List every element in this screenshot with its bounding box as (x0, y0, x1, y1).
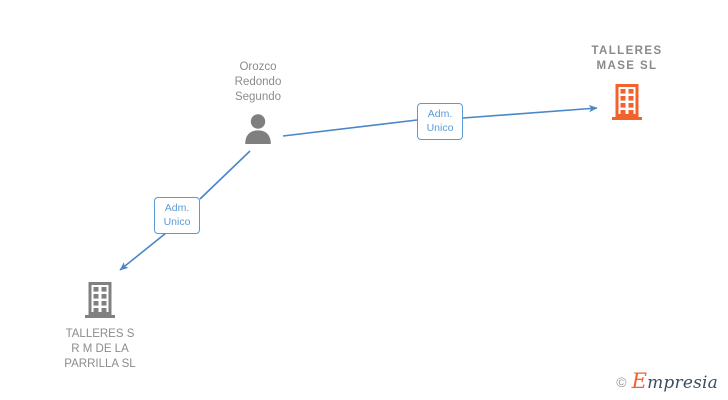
empresia-watermark: © Empresia (616, 369, 718, 393)
edge-label-adm-unico-mase[interactable]: Adm. Unico (417, 103, 463, 140)
graph-node-person[interactable]: Orozco Redondo Segundo (188, 60, 328, 145)
building-icon (85, 282, 115, 318)
person-node-label: Orozco Redondo Segundo (234, 61, 282, 103)
graph-node-company-mase[interactable]: TALLERES MASE SL (557, 44, 697, 122)
edge-person-to-mase (282, 104, 598, 137)
copyright-symbol: © (616, 374, 627, 390)
brand-rest: mpresia (647, 373, 718, 393)
company-mase-label: TALLERES MASE SL (591, 45, 663, 72)
building-icon (612, 84, 642, 120)
person-icon (245, 114, 271, 144)
company-parrilla-label: TALLERES S R M DE LA PARRILLA SL (64, 328, 136, 370)
brand-name: Empresia (631, 369, 718, 393)
edge-person-to-parrilla (119, 150, 251, 271)
edge-label-adm-unico-parrilla[interactable]: Adm. Unico (154, 197, 200, 234)
graph-node-company-parrilla[interactable]: TALLERES S R M DE LA PARRILLA SL (30, 280, 170, 372)
brand-initial: E (631, 369, 648, 393)
